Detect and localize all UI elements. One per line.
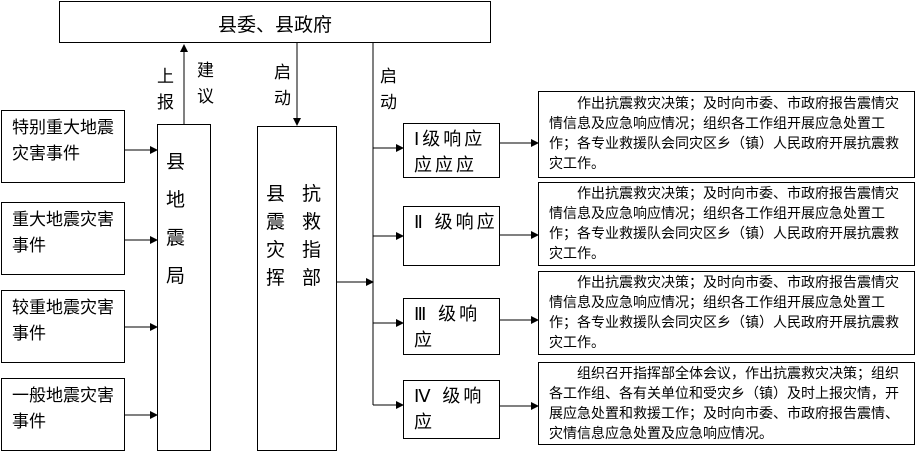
label-start-hq: 启动	[274, 63, 291, 109]
event-box-relatively-serious: 较重地震灾害事件	[1, 290, 125, 363]
event-box-especially-major: 特别重大地震灾害事件	[1, 110, 125, 183]
earthquake-relief-hq-box: 县 震 灾 挥 抗 救 指 部	[257, 126, 337, 451]
event-box-general: 一般地震灾害事件	[1, 378, 125, 451]
hq-char-3: 灾	[266, 239, 286, 261]
label-start-responses: 启动	[380, 67, 397, 113]
hq-char-6: 救	[302, 211, 322, 233]
response-level-2-box: Ⅱ 级响应	[403, 206, 500, 266]
label-report: 上报	[157, 67, 174, 113]
response-level-2-description-text: 作出抗震救灾决策；及时向市委、市政府报告震情灾情信息及应急响应情况；组织各工作组…	[549, 186, 899, 262]
response-level-1-description: 作出抗震救灾决策；及时向市委、市政府报告震情灾情信息及应急响应情况；组织各工作组…	[538, 91, 915, 178]
bureau-char-4: 局	[166, 265, 186, 287]
county-seismic-bureau-box: 县 地 震 局	[157, 124, 211, 451]
response-level-1-box: Ⅰ级响应应应应	[403, 123, 500, 178]
response-level-4-box: Ⅳ 级响应	[403, 380, 500, 439]
top-box-title: 县委、县政府	[217, 14, 332, 36]
response-level-3-description-text: 作出抗震救灾决策；及时向市委、市政府报告震情灾情信息及应急响应情况；组织各工作组…	[549, 275, 899, 351]
top-box-county-government: 县委、县政府	[59, 1, 491, 43]
event-box-major: 重大地震灾害事件	[1, 202, 125, 275]
hq-char-5: 抗	[302, 183, 322, 205]
hq-char-1: 县	[266, 183, 286, 205]
response-level-2-description: 作出抗震救灾决策；及时向市委、市政府报告震情灾情信息及应急响应情况；组织各工作组…	[538, 182, 915, 266]
hq-char-4: 挥	[266, 267, 286, 289]
bureau-char-3: 震	[166, 227, 186, 249]
hq-char-7: 指	[302, 239, 322, 261]
response-level-4-description: 组织召开指挥部全体会议，作出抗震救灾决策；组织各工作组、各有关单位和受灾乡（镇）…	[538, 362, 915, 445]
response-level-3-box: Ⅲ 级响应	[403, 298, 500, 355]
hq-char-8: 部	[302, 267, 322, 289]
response-level-4-description-text: 组织召开指挥部全体会议，作出抗震救灾决策；组织各工作组、各有关单位和受灾乡（镇）…	[549, 366, 899, 442]
bureau-char-2: 地	[166, 189, 186, 211]
response-level-1-description-text: 作出抗震救灾决策；及时向市委、市政府报告震情灾情信息及应急响应情况；组织各工作组…	[549, 96, 899, 172]
hq-char-2: 震	[266, 211, 286, 233]
bureau-char-1: 县	[166, 151, 186, 173]
response-level-3-description: 作出抗震救灾决策；及时向市委、市政府报告震情灾情信息及应急响应情况；组织各工作组…	[538, 271, 915, 355]
label-advice: 建议	[197, 61, 214, 107]
